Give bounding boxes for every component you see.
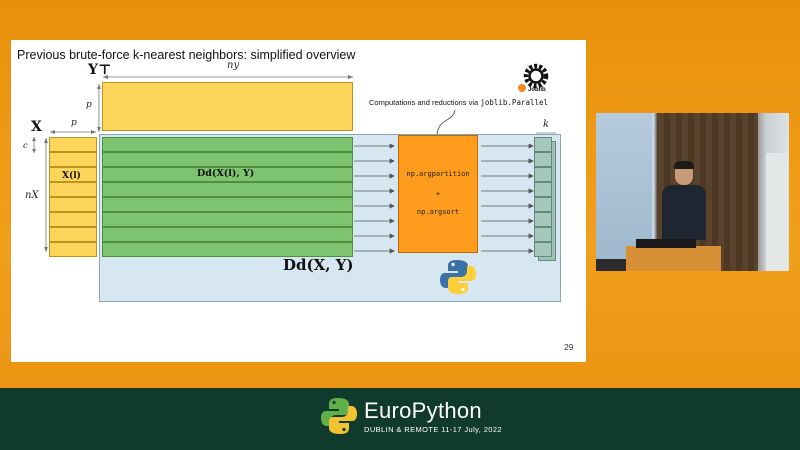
- computations-text: Computations and reductions via: [369, 98, 479, 107]
- distance-row: [102, 197, 353, 212]
- x-chunk: [49, 227, 97, 242]
- distance-row: [102, 152, 353, 167]
- ny-label: ny: [227, 60, 240, 71]
- p-y-label: p: [86, 100, 92, 110]
- podium: [626, 246, 721, 271]
- argsort-label: np.argsort: [416, 208, 460, 216]
- arrow-group: [354, 143, 395, 254]
- audience-silhouette: [596, 259, 626, 271]
- x-chunk-label: X(l): [62, 171, 81, 181]
- slide: Previous brute-force k-nearest neighbors…: [11, 40, 586, 362]
- arrows-to-reduction: [354, 143, 396, 269]
- k-label: k: [543, 119, 550, 130]
- c-label: c: [23, 141, 28, 150]
- slide-title: Previous brute-force k-nearest neighbors…: [17, 48, 356, 62]
- nx-arrow: [44, 138, 48, 252]
- distance-row: [102, 137, 353, 152]
- result-row: [534, 182, 552, 197]
- speaker-body: [662, 185, 706, 240]
- distance-chunk-label: Dd(X(l), Y): [197, 168, 255, 179]
- x-chunk: [49, 212, 97, 227]
- result-row: [534, 212, 552, 227]
- y-transpose-block: [102, 82, 353, 131]
- x-chunks-column: [49, 137, 97, 257]
- x-label: X: [31, 119, 42, 135]
- distance-row: [102, 212, 353, 227]
- conference-dates: 11-17 July, 2022: [441, 425, 502, 434]
- result-row: [534, 197, 552, 212]
- x-chunk: [49, 182, 97, 197]
- joblib-logo-text: Joblib: [528, 87, 546, 93]
- conference-location: DUBLIN & REMOTE: [364, 425, 439, 434]
- nx-label: nX: [25, 190, 39, 201]
- conference-subtitle: DUBLIN & REMOTE 11-17 July, 2022: [364, 425, 502, 434]
- europython-logo-icon: [321, 398, 357, 434]
- x-chunk: [49, 152, 97, 167]
- result-rows: [534, 137, 552, 257]
- speaker-video: [596, 113, 789, 271]
- computations-pointer: [436, 109, 456, 135]
- x-chunk: [49, 137, 97, 152]
- plus-label: +: [435, 190, 441, 198]
- p-x-arrow: [50, 130, 96, 134]
- result-row: [534, 152, 552, 167]
- argpartition-label: np.argpartition: [406, 170, 470, 178]
- distance-row: [102, 242, 353, 257]
- conference-title: EuroPython: [364, 398, 482, 423]
- ny-arrow: [103, 75, 353, 79]
- computations-label: Computations and reductions via joblib.P…: [369, 98, 548, 107]
- x-chunk: [49, 167, 97, 182]
- speaker-hair: [674, 161, 694, 169]
- arrows-to-results: [481, 144, 534, 254]
- python-logo-icon: [440, 260, 476, 294]
- whiteboard: [766, 153, 788, 271]
- distance-row: [102, 182, 353, 197]
- result-row: [534, 137, 552, 152]
- y-transpose-label: Y⊤: [88, 62, 112, 78]
- laptop: [636, 239, 696, 248]
- k-arrow: [536, 132, 556, 134]
- reduction-box: [398, 135, 478, 253]
- footer-bar: [0, 388, 800, 450]
- result-row: [534, 167, 552, 182]
- c-arrow: [32, 137, 36, 153]
- computations-code: joblib.Parallel: [480, 98, 549, 107]
- p-y-arrow: [97, 84, 101, 132]
- p-x-label: p: [71, 118, 77, 128]
- distance-matrix-label: Dd(X, Y): [283, 256, 354, 274]
- distance-row: [102, 167, 353, 182]
- x-chunk: [49, 242, 97, 257]
- page-number: 29: [564, 342, 574, 352]
- result-row: [534, 227, 552, 242]
- distance-row: [102, 227, 353, 242]
- x-chunk: [49, 197, 97, 212]
- result-row: [534, 242, 552, 257]
- joblib-logo-icon: [518, 63, 549, 92]
- distance-rows: [102, 137, 353, 257]
